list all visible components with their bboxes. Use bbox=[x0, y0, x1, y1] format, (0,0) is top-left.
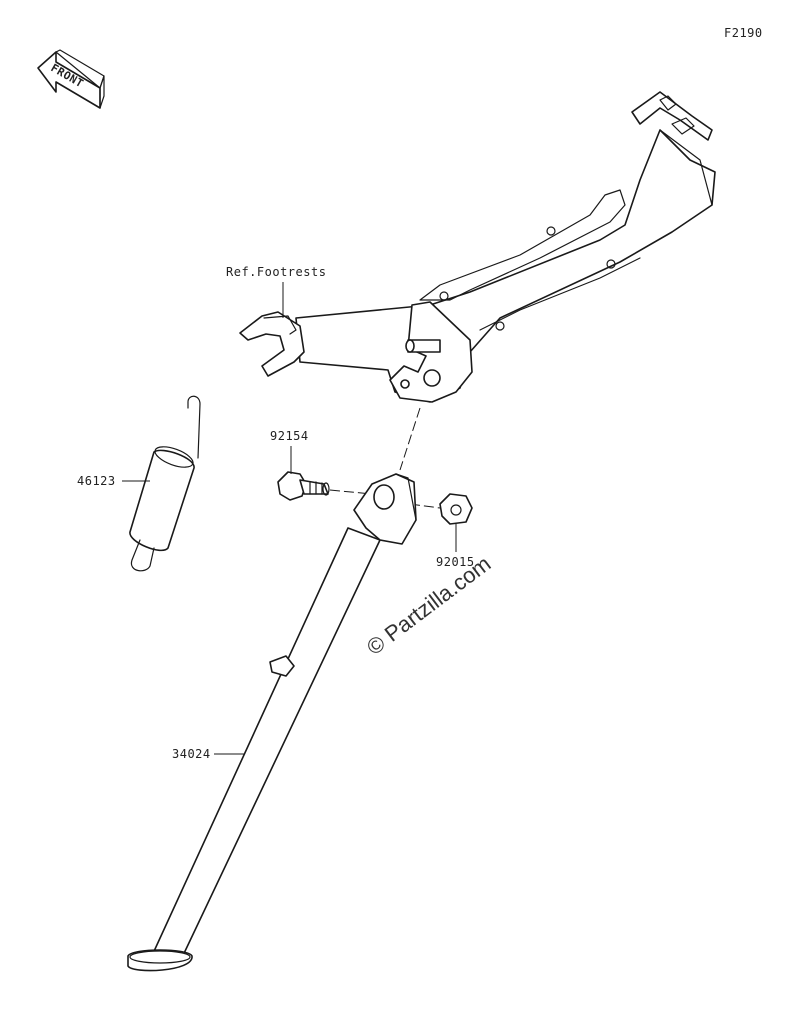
label-92154: 92154 bbox=[270, 429, 309, 443]
footrest-bracket bbox=[239, 91, 716, 403]
spring-46123 bbox=[129, 395, 201, 572]
assembly-line-lug bbox=[399, 407, 421, 471]
front-arrow-icon: FRONT bbox=[37, 49, 105, 109]
ref-footrests-label: Ref.Footrests bbox=[226, 265, 326, 279]
side-stand-34024 bbox=[127, 473, 417, 972]
label-46123: 46123 bbox=[77, 474, 116, 488]
watermark: © Partzilla.com bbox=[362, 551, 495, 660]
label-34024: 34024 bbox=[172, 747, 211, 761]
nut-92015 bbox=[439, 493, 473, 525]
bolt-92154 bbox=[277, 471, 330, 501]
label-92015: 92015 bbox=[436, 555, 475, 569]
figure-code: F2190 bbox=[724, 26, 763, 40]
